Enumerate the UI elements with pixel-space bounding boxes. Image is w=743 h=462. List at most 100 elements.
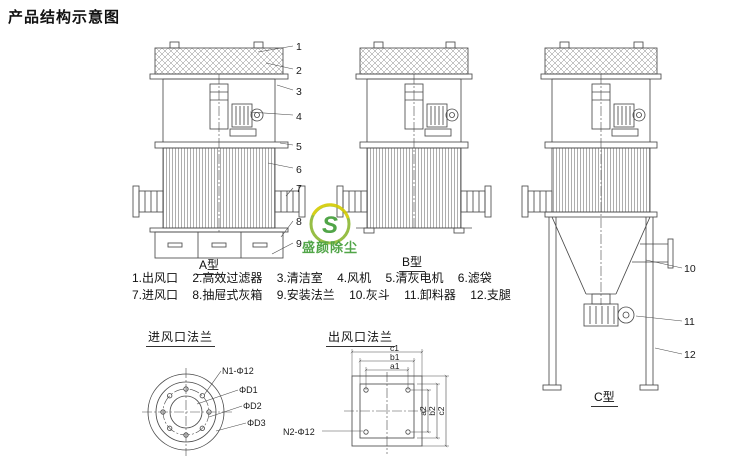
bolt-hole — [183, 432, 189, 438]
logo-swoosh — [311, 203, 350, 219]
fan-motor-assembly — [209, 83, 264, 137]
watermark-logo: S 盛颜除尘 — [302, 203, 358, 255]
discharger-motor — [617, 306, 635, 324]
bolt-hole — [199, 425, 205, 431]
flange-mid-circle — [155, 381, 217, 443]
leg-foot — [542, 384, 562, 391]
leg-foot — [639, 384, 659, 391]
legend-item: 10.灰斗 — [349, 288, 390, 302]
legend-item: 9.安装法兰 — [276, 288, 335, 302]
inlet-dim-d1: ΦD1 — [239, 385, 258, 395]
watermark-letter: S — [322, 212, 338, 239]
lifting-lug — [169, 41, 180, 49]
lifting-lug — [559, 41, 570, 49]
drawer-handle — [252, 242, 268, 248]
legend-item: 5.清灰电机 — [385, 271, 444, 285]
inlet-bolt-label: N1-Φ12 — [222, 366, 254, 376]
filter-bag-chamber — [366, 147, 462, 229]
hepa-filter-box — [359, 47, 469, 75]
rotary-discharger — [583, 303, 619, 327]
legend-item: 6.滤袋 — [457, 271, 492, 285]
callout-12: 12 — [684, 349, 696, 361]
outlet-dim-a2: a2 — [418, 406, 428, 416]
flange-center-lines — [344, 372, 430, 454]
drawer-handle — [211, 242, 227, 248]
hopper-flange-plate — [544, 211, 658, 218]
hopper-side-duct — [632, 243, 668, 263]
fan-motor-assembly — [404, 83, 459, 137]
bolt-hole — [183, 386, 189, 392]
callout-10: 10 — [684, 263, 696, 275]
legend-row-1: 1.出风口 2.高效过滤器 3.清洁室 4.风机 5.清灰电机 6.滤袋 — [132, 270, 522, 287]
lifting-lug — [253, 41, 264, 49]
type-b-drawing — [336, 41, 492, 234]
bolt-hole — [206, 409, 212, 415]
bolt-hole — [160, 409, 166, 415]
parts-legend: 1.出风口 2.高效过滤器 3.清洁室 4.风机 5.清灰电机 6.滤袋 7.进… — [132, 270, 522, 304]
callout-7: 7 — [296, 183, 302, 195]
callout-3: 3 — [296, 86, 302, 98]
flange-outer-square — [351, 375, 423, 447]
flange-bore-circle — [169, 395, 203, 429]
tube-sheet — [154, 141, 289, 149]
inlet-flange-title: 进风口法兰 — [146, 328, 216, 347]
outlet-bolt-label: N2-Φ12 — [283, 427, 315, 437]
bolt-circle — [162, 388, 210, 436]
fan-motor-assembly — [591, 83, 646, 137]
callout-9: 9 — [296, 238, 302, 250]
type-c-label: C型 — [591, 388, 618, 407]
callout-6: 6 — [296, 164, 302, 176]
callout-8: 8 — [296, 216, 302, 228]
legend-item: 3.清洁室 — [276, 271, 323, 285]
bolt-hole — [363, 429, 369, 435]
outlet-dim-a1: a1 — [390, 361, 400, 371]
drawer-ash-box — [154, 231, 284, 259]
callout-leaders: 1 2 3 4 5 6 7 8 9 10 11 12 — [249, 41, 696, 361]
legend-item: 12.支腿 — [470, 288, 511, 302]
bolt-hole — [167, 393, 173, 399]
callout-4: 4 — [296, 111, 302, 123]
legend-item: 1.出风口 — [132, 271, 179, 285]
left-inlet-flange — [132, 185, 164, 218]
left-inlet-flange — [336, 185, 368, 218]
outlet-dim-b2: b2 — [427, 406, 437, 416]
outlet-dim-b1: b1 — [390, 352, 400, 362]
lifting-lug — [445, 41, 456, 49]
callout-5: 5 — [296, 141, 302, 153]
flange-center-lines — [142, 368, 232, 456]
outlet-flange-title: 出风口法兰 — [326, 328, 396, 347]
hepa-filter-box — [154, 47, 284, 75]
callout-11: 11 — [684, 316, 695, 328]
callout-1: 1 — [296, 41, 302, 53]
hepa-filter-box — [544, 47, 658, 75]
legend-item: 11.卸料器 — [404, 288, 456, 302]
type-b-label: B型 — [399, 253, 426, 272]
flange-inner-square — [359, 383, 415, 439]
legend-item: 2.高效过滤器 — [192, 271, 263, 285]
filter-bag-chamber — [551, 147, 651, 213]
discharger-motor-hub — [622, 311, 630, 319]
hopper-side-flange — [667, 238, 674, 269]
foot — [363, 227, 375, 234]
inlet-flange-drawing: N1-Φ12 ΦD1 ΦD2 ΦD3 — [142, 366, 266, 456]
legend-item: 4.风机 — [337, 271, 372, 285]
lifting-lug — [373, 41, 384, 49]
bolt-hole — [167, 425, 173, 431]
type-a-drawing — [132, 41, 306, 259]
bolt-hole — [199, 393, 205, 399]
bolt-hole — [405, 429, 411, 435]
legend-item: 8.抽屉式灰箱 — [192, 288, 263, 302]
page-title: 产品结构示意图 — [8, 9, 121, 26]
outlet-flange-drawing: c1 b1 a1 a2 b2 c2 N2-Φ12 — [283, 343, 449, 454]
support-legs — [548, 217, 654, 385]
drawer-dividers — [197, 232, 242, 258]
watermark-text: 盛颜除尘 — [302, 240, 358, 255]
type-c-drawing — [521, 41, 674, 391]
foot — [453, 227, 465, 234]
legend-row-2: 7.进风口 8.抽屉式灰箱 9.安装法兰 10.灰斗 11.卸料器 12.支腿 — [132, 287, 522, 304]
legend-item: 7.进风口 — [132, 288, 179, 302]
type-a-label: A型 — [196, 256, 223, 275]
outlet-dim-c1: c1 — [390, 343, 399, 353]
